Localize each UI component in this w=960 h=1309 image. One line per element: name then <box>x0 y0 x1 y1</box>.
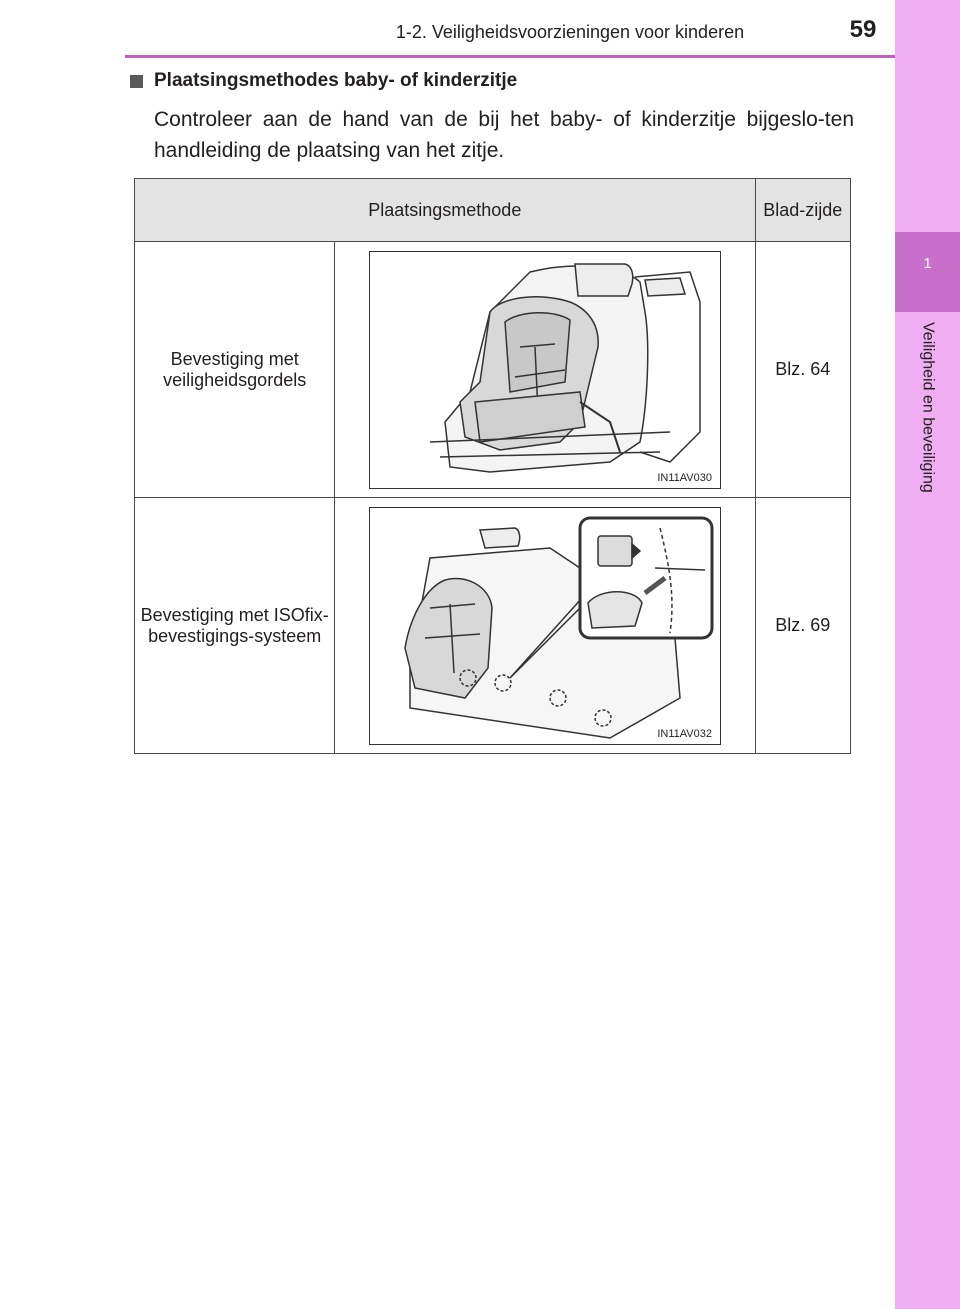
table-row: Bevestiging met veiligheidsgordels <box>133 241 852 498</box>
section-heading: Plaatsingsmethodes baby- of kinderzitje <box>130 70 517 92</box>
table-row: Bevestiging met ISOfix-bevestigings-syst… <box>133 497 852 754</box>
figure-code: IN11AV032 <box>657 727 712 740</box>
seatbelt-child-seat-illustration: IN11AV030 <box>368 250 721 489</box>
side-tab <box>895 0 960 1309</box>
section-body: Controleer aan de hand van de bij het ba… <box>154 108 854 162</box>
page-reference-cell: Blz. 69 <box>754 497 852 754</box>
column-header-page: Blad-zijde <box>754 178 852 242</box>
column-header-method: Plaatsingsmethode <box>134 178 756 242</box>
method-cell: Bevestiging met ISOfix-bevestigings-syst… <box>133 497 336 754</box>
square-bullet-icon <box>130 74 143 88</box>
chapter-title: Veiligheid en beveiliging <box>919 322 937 493</box>
page-number: 59 <box>849 16 877 43</box>
table-header-row: Plaatsingsmethode Blad-zijde <box>134 178 852 242</box>
section-heading-text: Plaatsingsmethodes baby- of kinderzitje <box>154 70 518 91</box>
figure-code: IN11AV030 <box>657 471 712 484</box>
figure-cell: IN11AV032 <box>334 497 756 754</box>
isofix-child-seat-illustration: IN11AV032 <box>368 506 721 745</box>
mounting-method-table: Plaatsingsmethode Blad-zijde Bevestiging… <box>133 178 852 754</box>
header-rule <box>125 55 895 58</box>
running-header: 1-2. Veiligheidsvoorzieningen voor kinde… <box>395 22 745 42</box>
figure-cell: IN11AV030 <box>334 241 756 498</box>
method-cell: Bevestiging met veiligheidsgordels <box>133 241 336 498</box>
page-reference-cell: Blz. 64 <box>754 241 852 498</box>
chapter-number-tab: 1 <box>895 232 960 312</box>
